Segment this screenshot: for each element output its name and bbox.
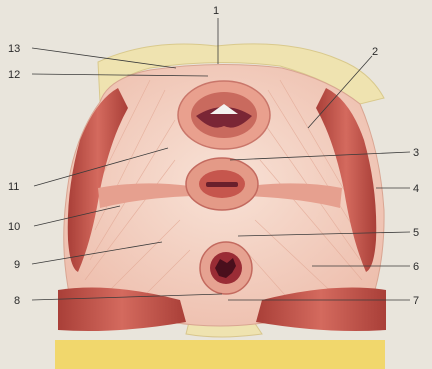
label-12: 12 [8,69,20,81]
middle-opening-slit [206,182,238,187]
label-13: 13 [8,43,20,55]
label-6: 6 [413,261,419,273]
bottom-band [55,340,385,369]
label-1: 1 [213,5,219,17]
label-4: 4 [413,183,419,195]
label-8: 8 [14,295,20,307]
label-7: 7 [413,295,419,307]
label-3: 3 [413,147,419,159]
label-10: 10 [8,221,20,233]
label-5: 5 [413,227,419,239]
label-2: 2 [372,46,378,58]
label-9: 9 [14,259,20,271]
label-11: 11 [8,181,19,193]
